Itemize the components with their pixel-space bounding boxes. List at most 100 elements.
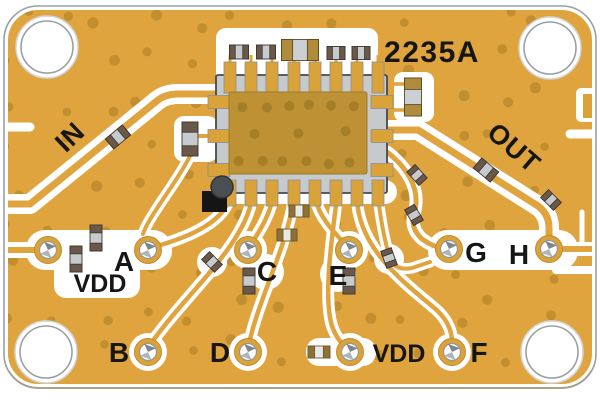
mounting-hole-rim	[525, 325, 579, 379]
in-trace	[0, 90, 222, 208]
ic-pad-top	[329, 61, 343, 94]
out-trace	[382, 126, 553, 250]
tp-h-label: H	[509, 239, 529, 270]
ic-pad-bottom	[371, 179, 385, 207]
tp-d-label: D	[210, 337, 230, 368]
thermal-vias	[233, 99, 359, 169]
via-dot	[91, 180, 103, 192]
tp-e-label: E	[329, 260, 348, 291]
pad-glyph	[545, 241, 557, 249]
chip-terminal	[69, 263, 83, 273]
test-point-f	[438, 338, 466, 366]
chip-terminal	[472, 157, 488, 173]
chip-terminal	[404, 203, 418, 216]
chip-terminal	[89, 242, 103, 252]
via-dot	[189, 346, 198, 355]
ic-pad-top	[223, 61, 237, 94]
chip-terminal	[410, 214, 424, 227]
pad-glyph	[144, 344, 156, 352]
chip-component	[406, 163, 428, 187]
thermal-via	[293, 128, 304, 139]
chip-terminal	[342, 267, 356, 277]
chip-terminal	[242, 44, 249, 60]
mounting-hole-rim	[19, 325, 73, 379]
chip-terminal	[549, 198, 562, 211]
via-dot	[459, 130, 470, 141]
via-dot	[108, 106, 119, 117]
test-point-c	[234, 236, 262, 264]
test-point-e	[335, 236, 363, 264]
chip-terminal	[339, 46, 346, 60]
chip-terminal	[69, 245, 83, 255]
chip-terminal	[269, 44, 276, 60]
chip-component	[540, 189, 562, 211]
ic-pad-bottom	[308, 179, 322, 207]
chip-terminal	[104, 134, 120, 150]
thermal-via	[348, 101, 359, 112]
chip-component	[404, 77, 422, 117]
chip-terminal	[256, 44, 263, 60]
ic-pads	[207, 61, 394, 207]
thermal-via	[323, 158, 334, 169]
thermal-via	[325, 100, 336, 111]
ic-pad-top	[244, 61, 258, 94]
thermal-via	[233, 156, 244, 167]
thermal-via	[249, 128, 260, 139]
test-points	[34, 235, 563, 366]
via-dot	[326, 18, 337, 29]
via-dot	[503, 97, 514, 108]
tp-a-label: A	[114, 246, 134, 277]
tp-b-label: B	[109, 337, 129, 368]
chip-component	[89, 224, 103, 252]
ic-pad-bottom	[244, 179, 258, 207]
thermal-via	[257, 155, 268, 166]
chip-component	[256, 44, 276, 60]
via-dot	[103, 315, 113, 326]
pad-glyph	[44, 242, 56, 250]
via-dot	[236, 294, 248, 306]
via-dot	[462, 176, 474, 187]
pad-glyph	[341, 250, 353, 258]
chip-component	[342, 267, 356, 295]
thermal-via	[301, 156, 312, 167]
test-point-a	[134, 236, 162, 264]
chip-terminal	[351, 46, 358, 60]
chip-terminal	[181, 121, 199, 133]
pad-glyph	[342, 352, 354, 360]
ic-pad-left	[207, 95, 231, 109]
test-point-b	[134, 338, 162, 366]
ic-pad-left	[207, 129, 231, 143]
chip-terminal	[290, 228, 298, 242]
round-component	[210, 175, 234, 199]
ic-pad-top	[371, 61, 385, 94]
test-point-d	[234, 338, 262, 366]
via-dot	[549, 274, 559, 284]
via-dot	[151, 9, 162, 21]
pad-glyph	[144, 242, 156, 250]
ic-pad-top	[308, 61, 322, 94]
chip-terminal	[322, 345, 331, 359]
via-dot	[395, 315, 405, 324]
chip-component	[326, 46, 346, 60]
left-s-trace	[141, 154, 192, 236]
chip-terminal	[380, 247, 394, 258]
chip-component	[288, 204, 310, 218]
test-point-vdd-bottom	[336, 338, 364, 366]
chip-component	[104, 124, 132, 150]
via-dot	[458, 90, 470, 102]
chip-terminal	[306, 39, 319, 61]
via-dot	[63, 11, 73, 21]
via-dot	[457, 317, 468, 328]
chip-terminal	[326, 46, 333, 60]
via-dot	[142, 47, 152, 57]
chip-component	[351, 46, 371, 60]
via-dot	[482, 129, 492, 139]
chip-component	[472, 157, 500, 183]
pad-glyph	[140, 250, 152, 258]
part-number-label: 2235A	[384, 36, 480, 69]
mounting-holes	[14, 15, 584, 384]
chip-component	[201, 251, 223, 273]
thermal-via	[344, 157, 355, 168]
